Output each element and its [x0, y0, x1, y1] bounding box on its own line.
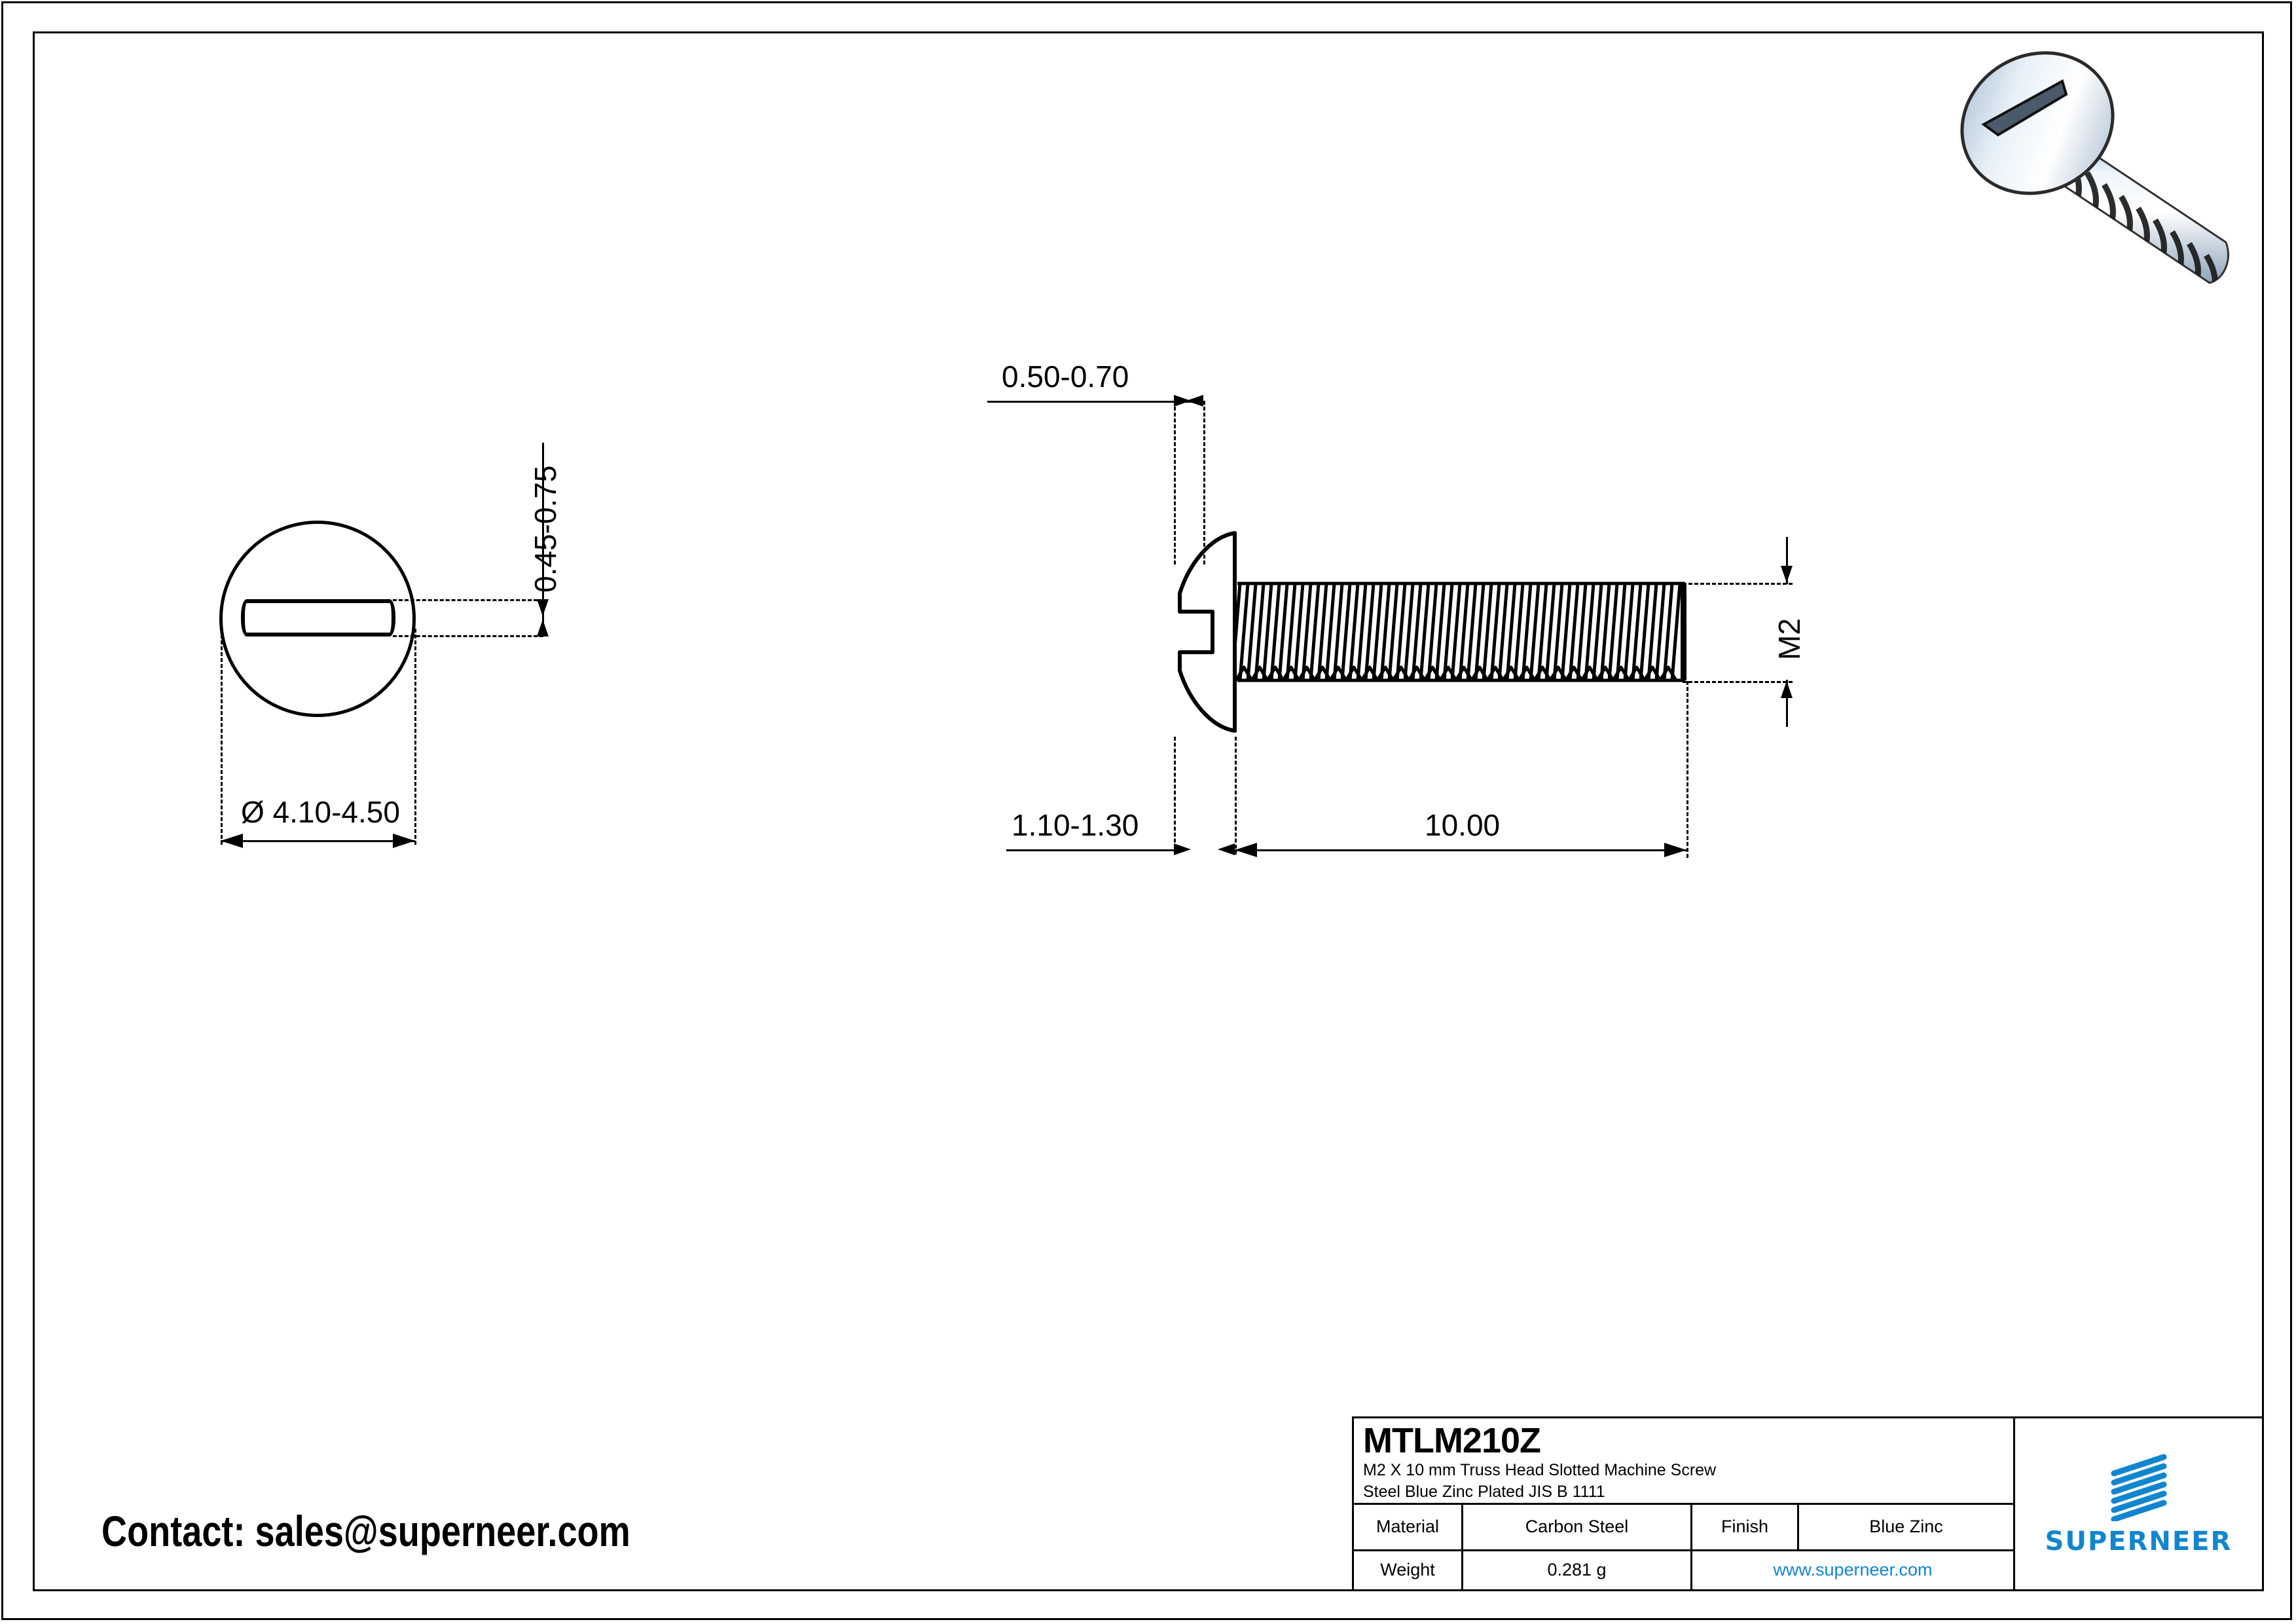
slot-depth-leader: [542, 443, 544, 637]
overall-length-dimension: 10.00: [1425, 808, 1501, 842]
head-height-dimension: 1.10-1.30: [1011, 808, 1139, 842]
slot-width-ext-right: [1203, 401, 1205, 564]
head-height-arrow-right: [1218, 843, 1235, 855]
title-block: MTLM210Z M2 X 10 mm Truss Head Slotted M…: [1352, 1416, 2264, 1591]
weight-website-row: Weight 0.281 g www.superneer.com: [1354, 1551, 2013, 1589]
head-diameter-dimension: Ø 4.10-4.50: [241, 795, 400, 829]
head-dia-arrow-right: [393, 834, 415, 848]
length-arrow-right: [1664, 843, 1686, 857]
sheet-inner-border: [33, 31, 2264, 1591]
title-block-info: MTLM210Z M2 X 10 mm Truss Head Slotted M…: [1354, 1418, 2015, 1589]
slot-width-arrow-right: [1186, 395, 1203, 407]
material-finish-row: Material Carbon Steel Finish Blue Zinc: [1354, 1504, 2013, 1551]
material-label: Material: [1354, 1504, 1463, 1549]
slot-width-ext-left: [1174, 401, 1176, 564]
thread-dia-dim-line-upper: [1786, 537, 1788, 584]
contact-text: Contact: sales@superneer.com: [101, 1507, 630, 1555]
head-height-ext-left: [1174, 737, 1176, 855]
slot-width-leader: [987, 401, 1198, 403]
length-arrow-left: [1235, 843, 1257, 857]
slot-depth-dimension: 0.45-0.75: [528, 465, 562, 593]
description-line-1: M2 X 10 mm Truss Head Slotted Machine Sc…: [1363, 1460, 1717, 1479]
head-dia-arrow-left: [221, 834, 243, 848]
front-view-slot: [241, 599, 395, 637]
thread-dia-ext-bottom: [1683, 681, 1793, 683]
thread-dia-dim-line-lower: [1786, 680, 1788, 727]
weight-label: Weight: [1354, 1551, 1463, 1589]
material-value: Carbon Steel: [1463, 1504, 1692, 1549]
website-link[interactable]: www.superneer.com: [1773, 1560, 1933, 1580]
finish-value: Blue Zinc: [1869, 1517, 1943, 1537]
finish-label: Finish: [1692, 1504, 1799, 1549]
head-height-leader: [1006, 849, 1183, 851]
side-view-threaded-shank: [1230, 580, 1687, 684]
slot-depth-ext-top: [393, 599, 543, 601]
brand-logo: SUPERNEER: [2015, 1418, 2262, 1589]
side-view-head: [1172, 530, 1237, 733]
screw-3d-render: [1938, 26, 2296, 301]
length-ext-right: [1686, 681, 1688, 858]
length-dim-line: [1235, 849, 1686, 851]
slot-depth-arrow-bottom: [537, 619, 549, 637]
weight-value: 0.281 g: [1463, 1551, 1692, 1589]
slot-depth-arrow-top: [537, 599, 549, 616]
slot-width-dimension: 0.50-0.70: [1002, 360, 1129, 394]
slot-depth-ext-bottom: [393, 635, 543, 637]
head-dia-ext-right: [414, 629, 416, 845]
description-line-2: Steel Blue Zinc Plated JIS B 1111: [1363, 1482, 1605, 1501]
part-number: MTLM210Z: [1363, 1421, 1541, 1460]
head-height-ext-right: [1235, 737, 1237, 855]
thread-dia-arrow-top: [1781, 566, 1793, 583]
thread-size-dimension: M2: [1772, 618, 1806, 660]
head-dia-ext-left: [221, 629, 223, 845]
thread-dia-arrow-bottom: [1781, 681, 1793, 698]
front-view-head-outline: [219, 521, 416, 717]
head-dia-dim-line: [221, 840, 415, 842]
superneer-logo-icon: [2109, 1452, 2169, 1522]
head-height-arrow-left: [1174, 843, 1191, 855]
brand-name: SUPERNEER: [2045, 1526, 2232, 1557]
title-block-description: MTLM210Z M2 X 10 mm Truss Head Slotted M…: [1354, 1418, 2013, 1505]
thread-dia-ext-top: [1683, 583, 1793, 585]
